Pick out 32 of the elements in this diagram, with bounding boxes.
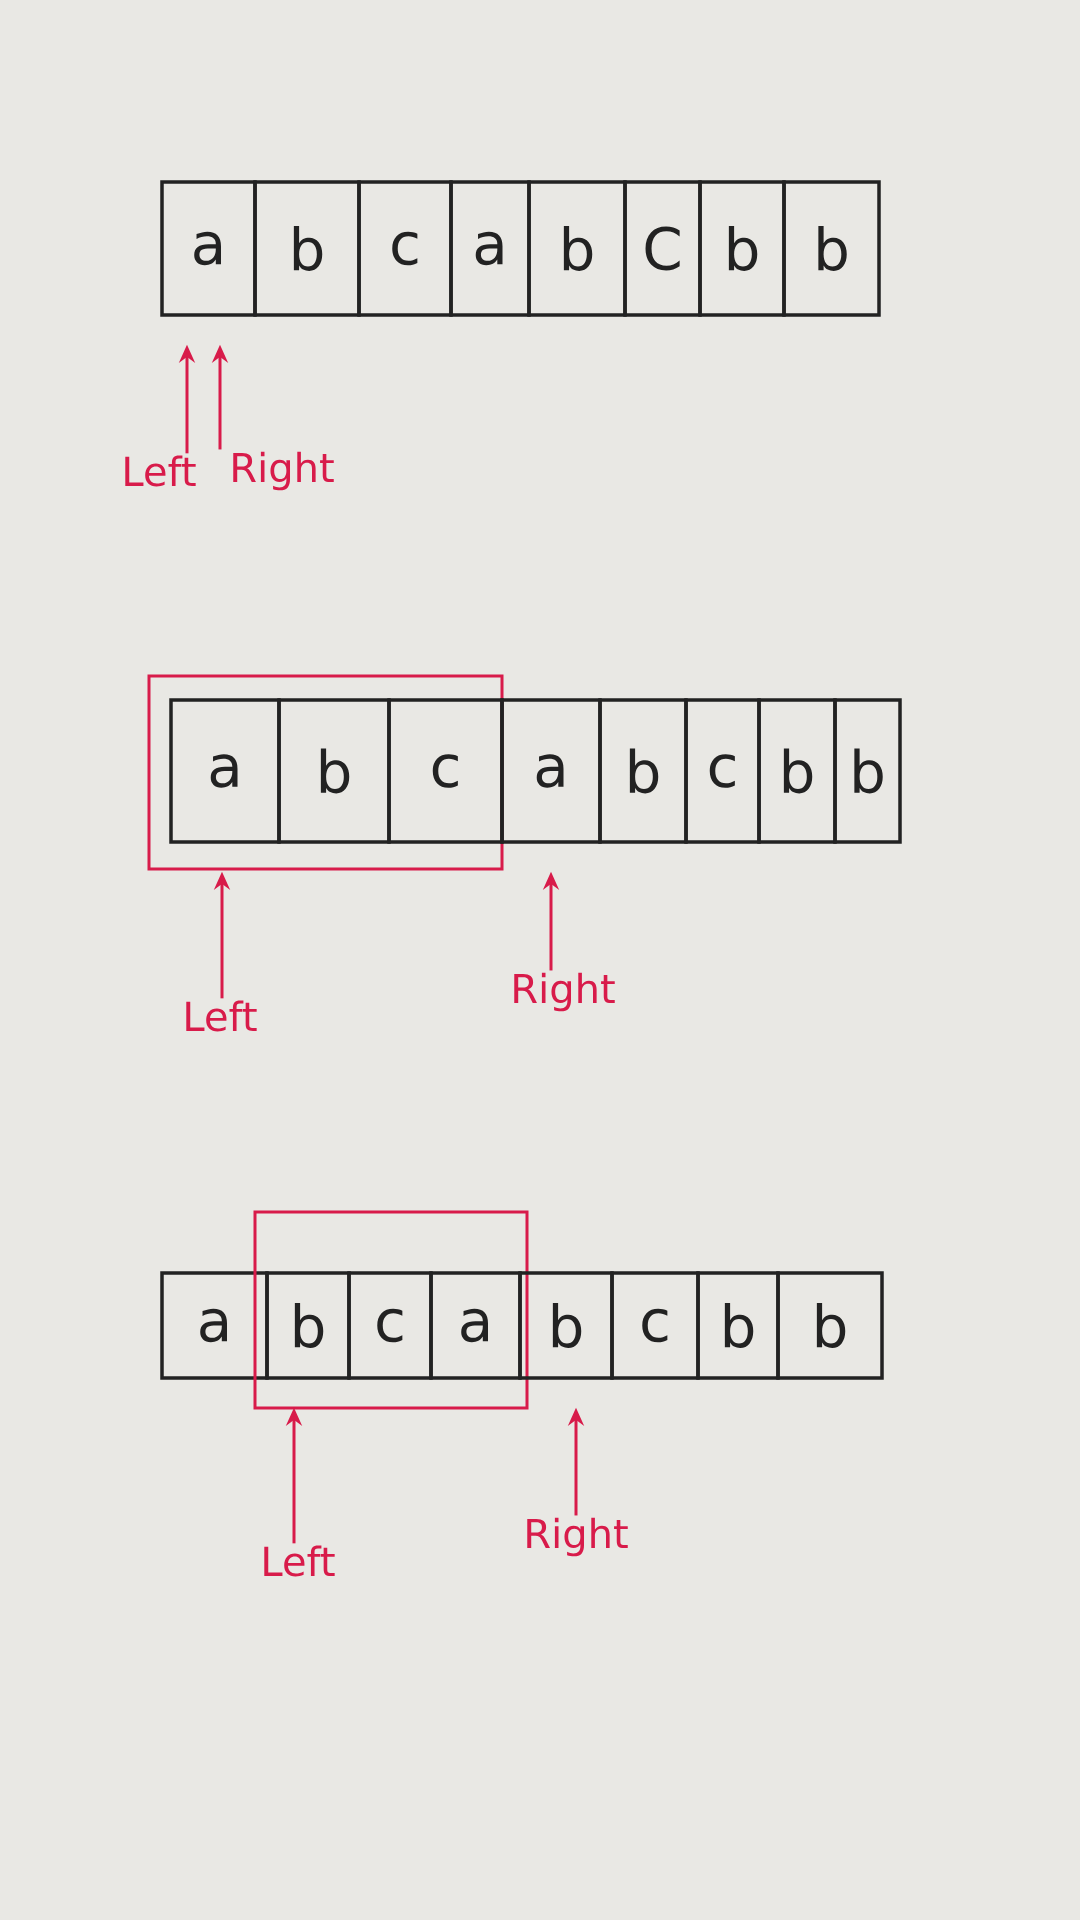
letter-cell: b <box>265 1271 351 1380</box>
pointer-label: Right <box>527 1517 628 1557</box>
letter-cell: b <box>776 1271 884 1380</box>
pointer-label: Left <box>186 1000 257 1032</box>
pointer-label: Left <box>125 455 196 487</box>
letter-cell: b <box>527 180 627 317</box>
letter-cell: b <box>253 180 361 317</box>
letter-cell: c <box>610 1271 700 1380</box>
letter-cell: b <box>598 698 688 844</box>
letter-cell: c <box>684 698 761 844</box>
letter-cell: b <box>757 698 837 844</box>
letter-cell: C <box>623 180 702 317</box>
window-frame <box>253 1210 529 1410</box>
letter-cell: b <box>782 180 881 317</box>
letter-cell: b <box>833 698 902 844</box>
letter-cell: c <box>347 1271 433 1380</box>
letter-cell: b <box>698 180 786 317</box>
letter-cell: a <box>160 1271 269 1380</box>
pointer-label: Left <box>264 1545 335 1577</box>
letter-cell: c <box>387 698 504 844</box>
letter-cell: a <box>500 698 602 844</box>
window-frame <box>147 674 504 871</box>
letter-cell: a <box>429 1271 522 1380</box>
letter-cell: b <box>696 1271 780 1380</box>
letter-cell: a <box>449 180 531 317</box>
letter-cell: a <box>169 698 281 844</box>
letter-cell: b <box>277 698 391 844</box>
pointer-label: Right <box>514 972 615 1012</box>
pointer-label: Right <box>233 451 334 491</box>
letter-cell: b <box>518 1271 614 1380</box>
letter-cell: c <box>357 180 453 317</box>
letter-cell: a <box>160 180 257 317</box>
